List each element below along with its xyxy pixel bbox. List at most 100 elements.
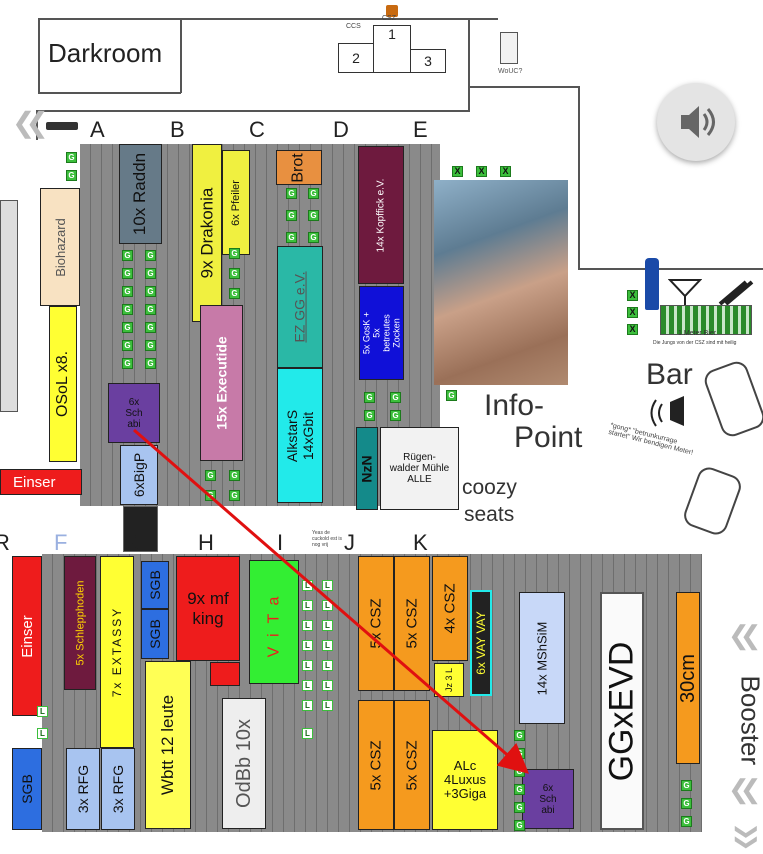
- seat-tag: G: [229, 470, 240, 481]
- seat-tag: L: [37, 706, 48, 717]
- seat-tag: G: [308, 188, 319, 199]
- seat-tag: L: [322, 600, 333, 611]
- table-biohazard[interactable]: Biohazard: [40, 188, 80, 306]
- seat-tag: X: [500, 166, 511, 177]
- table-mf-king[interactable]: 9x mf king: [176, 556, 240, 661]
- seat-tag: G: [514, 730, 525, 741]
- table-csz-2[interactable]: 5x CSZ: [394, 556, 430, 691]
- wall: [578, 268, 763, 270]
- table-osol[interactable]: OSoL x8.: [49, 306, 77, 462]
- table-schabi-top[interactable]: 6x Sch abi: [108, 383, 160, 443]
- seat-tag: G: [364, 410, 375, 421]
- table-nzn[interactable]: NzN: [356, 427, 378, 510]
- table-schlepphoden[interactable]: 5x Schlepphoden: [64, 556, 96, 690]
- seat-tag: G: [66, 152, 77, 163]
- seat-tag: G: [681, 798, 692, 809]
- info-point-line-2: Point: [514, 421, 583, 454]
- seat-tag: G: [681, 780, 692, 791]
- seat-tag: G: [390, 392, 401, 403]
- column-letter-i: I: [277, 530, 284, 555]
- table-ggxevd[interactable]: GGxEVD: [600, 592, 644, 830]
- seat-tag: G: [514, 802, 525, 813]
- table-jz3l[interactable]: Jz 3 L: [434, 663, 464, 697]
- table-drakonia[interactable]: 9x Drakonia: [192, 144, 222, 322]
- table-30cm[interactable]: 30cm: [676, 592, 700, 764]
- column-letter-h: H: [198, 530, 214, 555]
- table-bigp[interactable]: 6xBigP: [120, 445, 158, 505]
- seat-tag: L: [322, 620, 333, 631]
- table-sgb-2[interactable]: SGB: [141, 561, 169, 609]
- table-csz-3[interactable]: 4x CSZ: [432, 556, 468, 661]
- seat-tag: X: [452, 166, 463, 177]
- seat-tag: L: [322, 640, 333, 651]
- seat-tag: L: [302, 680, 313, 691]
- table-odbb[interactable]: OdBb 10x: [222, 698, 266, 829]
- table-alc[interactable]: ALc 4Luxus +3Giga: [432, 730, 498, 830]
- seat-tag: G: [229, 248, 240, 259]
- seat-tag: G: [681, 816, 692, 827]
- podium-label: CSZ: [382, 15, 396, 22]
- table-sgb-3[interactable]: SGB: [141, 609, 169, 659]
- seat-tag: G: [514, 784, 525, 795]
- table-wbtt[interactable]: Wbtt 12 leute: [145, 661, 191, 829]
- table-einser-top[interactable]: Einser: [0, 469, 82, 495]
- coozy-line-1: coozy: [462, 476, 517, 499]
- table-sgb-left[interactable]: SGB: [12, 748, 42, 830]
- wall: [38, 92, 181, 94]
- table-kopfick[interactable]: 14x Kopffick e.V.: [358, 146, 404, 284]
- table-vayvay[interactable]: 6x VAY VAY: [470, 590, 492, 696]
- seat-tag: G: [122, 340, 133, 351]
- podium-step-3: 3: [410, 49, 446, 73]
- bar-caption: Die Jungs von der CSZ sind mit heilig: [653, 340, 737, 346]
- table-gosk[interactable]: 5x GosK + 5x betreutes Zocken: [359, 286, 404, 380]
- speaker-button[interactable]: [657, 83, 735, 161]
- seat-tag: G: [122, 268, 133, 279]
- seat-tag: G: [145, 268, 156, 279]
- table-extassy[interactable]: 7x EXTASSY: [100, 556, 134, 748]
- table-brot[interactable]: Brot: [276, 150, 322, 185]
- seat-tag: G: [364, 392, 375, 403]
- seat-tag: G: [205, 470, 216, 481]
- wall: [38, 18, 498, 20]
- seat-tag: G: [122, 358, 133, 369]
- seat-tag: L: [302, 620, 313, 631]
- wc-label: WoUC?: [498, 68, 523, 75]
- seat-tag: G: [145, 340, 156, 351]
- table-schabi-bottom[interactable]: 6x Sch abi: [522, 769, 574, 829]
- cocktail-icon: [668, 279, 702, 306]
- darkroom-label: Darkroom: [48, 38, 163, 68]
- podium-place-2: 2: [352, 50, 360, 66]
- table-mshsim[interactable]: 14x MShSiM: [519, 592, 565, 724]
- left-panel: [0, 200, 18, 412]
- table-ezgg[interactable]: EZ GG e.V.: [277, 246, 323, 368]
- table-ruegenwalder[interactable]: Rügen-walder Mühle ALLE: [380, 427, 459, 510]
- seat-tag: G: [390, 410, 401, 421]
- table-red-small: [210, 662, 240, 686]
- tag-x-bar-1: X: [627, 290, 638, 301]
- table-einser-bottom[interactable]: Einser: [12, 556, 42, 716]
- wall: [36, 110, 38, 140]
- wall: [36, 110, 470, 112]
- table-csz-4[interactable]: 5x CSZ: [358, 700, 394, 830]
- table-rfg-1[interactable]: 3x RFG: [66, 748, 100, 830]
- table-csz-1[interactable]: 5x CSZ: [358, 556, 394, 691]
- wall: [468, 18, 470, 110]
- table-pfeiler[interactable]: 6x Pfeiler: [222, 150, 250, 255]
- table-raddn[interactable]: 10x Raddn: [119, 144, 162, 244]
- seat-tag: L: [322, 580, 333, 591]
- table-rfg-2[interactable]: 3x RFG: [101, 748, 135, 830]
- bottle-icon: [645, 258, 659, 310]
- seat-tag: G: [286, 188, 297, 199]
- gong-icon: [650, 396, 684, 427]
- info-point-label: Info- Point: [484, 390, 582, 454]
- seat-tag: G: [145, 304, 156, 315]
- seat-tag: G: [145, 250, 156, 261]
- podium: CSZ CCS 1 2 3: [338, 5, 448, 75]
- table-vita[interactable]: ViTa: [249, 560, 299, 684]
- table-alkstars[interactable]: AlkstarS 14xGbit: [277, 368, 323, 503]
- table-executide[interactable]: 15x Executide: [200, 305, 243, 461]
- seat-tag: L: [302, 728, 313, 739]
- table-csz-5[interactable]: 5x CSZ: [394, 700, 430, 830]
- column-letter-j: J: [344, 530, 355, 555]
- column-letter-k: K: [413, 530, 428, 555]
